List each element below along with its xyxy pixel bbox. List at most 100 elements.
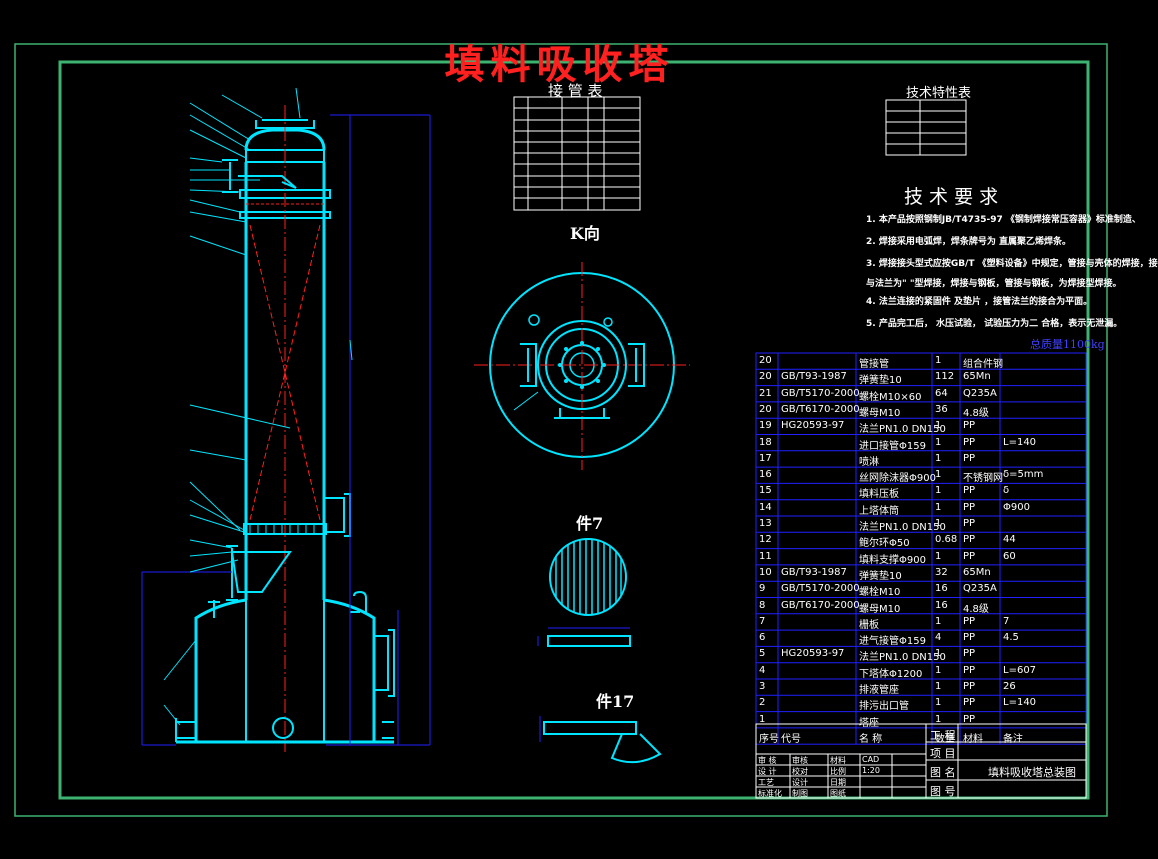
bom-cell: 12 (759, 534, 772, 546)
bom-cell: PP (963, 713, 976, 725)
bom-header-cell: 名 称 (859, 733, 883, 745)
bom-cell: 弹簧垫10 (859, 375, 902, 387)
bom-cell: 16 (935, 583, 948, 595)
bom-cell: 排污出口管 (859, 701, 909, 713)
bom-cell: 1 (935, 664, 942, 676)
tb-cell: 制图 (792, 789, 808, 798)
bom-cell: Φ900 (1003, 501, 1030, 513)
total-weight: 总质量1100kg (1030, 338, 1105, 351)
bom-cell: 1 (935, 355, 942, 366)
bom-cell: 1 (935, 452, 942, 464)
bom-cell: 8 (759, 599, 766, 611)
bom-cell: PP (963, 534, 976, 546)
tech-req-title: 技 术 要 求 (904, 186, 999, 208)
bom-cell: 4.8级 (963, 407, 989, 419)
bom-cell: L=140 (1003, 436, 1037, 448)
inner-frame (58, 60, 1090, 800)
tower-elevation (141, 87, 431, 752)
bom-cell: 组合件钢 (963, 359, 1003, 370)
bom-cell: 26 (1003, 681, 1016, 692)
requirement-item: 与法兰为" "型焊接，焊接与钢板，管接与钢板，为焊接型焊接。 (866, 279, 1122, 289)
bom-cell: 进口接管Φ159 (859, 440, 926, 452)
bom-cell: GB/T6170-2000 (781, 599, 860, 611)
bom-cell: 上塔体筒 (859, 505, 899, 517)
requirement-item: 3. 焊接接头型式应按GB/T 《塑料设备》中规定，管接与壳体的焊接，接 (866, 259, 1158, 269)
bom-cell: 0.68 (935, 534, 958, 546)
bom-cell: 1 (759, 713, 766, 725)
bom-cell: Q235A (963, 387, 997, 399)
bom-cell: PP (963, 632, 976, 644)
bom-cell: 1 (935, 648, 942, 660)
bom-cell: 11 (759, 550, 772, 562)
bom-cell: PP (963, 501, 976, 513)
bom-cell: 3 (759, 681, 766, 692)
bom-cell: 填料支撑Φ900 (859, 554, 926, 566)
tb-number-label: 图 号 (930, 785, 956, 798)
bom-table (755, 352, 1087, 745)
bom-cell: 6 (759, 632, 766, 644)
bom-cell: 17 (759, 452, 772, 464)
bom-cell: 1 (935, 501, 942, 513)
k-view (474, 262, 690, 470)
bom-cell: 20 (759, 371, 772, 383)
bom-cell: 1 (935, 713, 942, 725)
bom-cell: 16 (759, 469, 772, 481)
bom-cell: PP (963, 420, 976, 432)
bom-cell: 1 (935, 681, 942, 692)
tech-char-title: 技术特性表 (906, 86, 972, 101)
bom-cell: 16 (935, 599, 948, 611)
bom-cell: 排液管座 (859, 685, 899, 696)
bom-cell: 18 (759, 436, 772, 448)
bom-cell: 下塔体Φ1200 (859, 668, 923, 680)
tb-cell: 1:20 (862, 766, 880, 775)
tb-cell: 图纸 (830, 789, 846, 798)
bom-cell: 4 (759, 664, 766, 676)
bom-cell: 栅板 (859, 619, 879, 631)
part17-label: 件17 (596, 692, 635, 711)
tb-cell: 审核 (792, 756, 808, 765)
tb-cell: 比例 (830, 767, 846, 776)
tb-project-label: 工 程 (930, 729, 956, 742)
bom-cell: 螺栓M10×60 (859, 391, 922, 403)
bom-cell: 60 (1003, 550, 1016, 562)
bom-cell: PP (963, 485, 976, 497)
bom-cell: 喷淋 (859, 456, 879, 468)
tb-item-label: 项 目 (930, 747, 956, 760)
bom-cell: 65Mn (963, 371, 991, 383)
bom-cell: 15 (759, 485, 772, 497)
bom-cell: δ=5mm (1003, 469, 1044, 481)
bom-header-cell: 材料 (963, 733, 983, 745)
bom-cell: 不锈钢网 (963, 473, 1003, 485)
bom-header-cell: 备注 (1003, 733, 1023, 745)
bom-cell: 塔座 (859, 717, 879, 729)
bom-cell: 1 (935, 697, 942, 709)
bom-cell: 1 (935, 436, 942, 448)
tb-drawing-name: 填料吸收塔总装图 (988, 766, 1076, 779)
bom-cell: PP (963, 518, 976, 529)
drawing-title: 填料吸收塔 (444, 41, 675, 88)
bom-cell: δ (1003, 485, 1010, 497)
bom-cell: 法兰PN1.0 DN150 (859, 424, 946, 436)
bom-cell: PP (963, 550, 976, 562)
bom-cell: L=140 (1003, 697, 1037, 709)
outer-frame (14, 43, 1108, 817)
tb-cell: 设计 (792, 778, 808, 787)
bom-cell: 1 (935, 615, 942, 627)
bom-cell: 螺栓M10 (859, 587, 901, 599)
bom-header-cell: 代号 (781, 733, 801, 745)
bom-cell: 36 (935, 403, 948, 415)
title-block-lines (755, 723, 1087, 799)
bom-cell: 5 (759, 648, 766, 660)
bom-cell: GB/T5170-2000 (781, 583, 860, 595)
part17-view (539, 716, 662, 764)
bom-cell: 法兰PN1.0 DN150 (859, 652, 946, 664)
bom-cell: 1 (935, 420, 942, 432)
bom-cell: PP (963, 648, 976, 660)
tech-char-table (885, 99, 967, 156)
bom-cell: 4 (935, 632, 942, 644)
bom-cell: 2 (759, 697, 766, 709)
part7-view (537, 538, 631, 647)
bom-cell: 64 (935, 387, 948, 399)
bom-cell: 14 (759, 501, 772, 513)
tb-cell: 材料 (830, 756, 846, 765)
